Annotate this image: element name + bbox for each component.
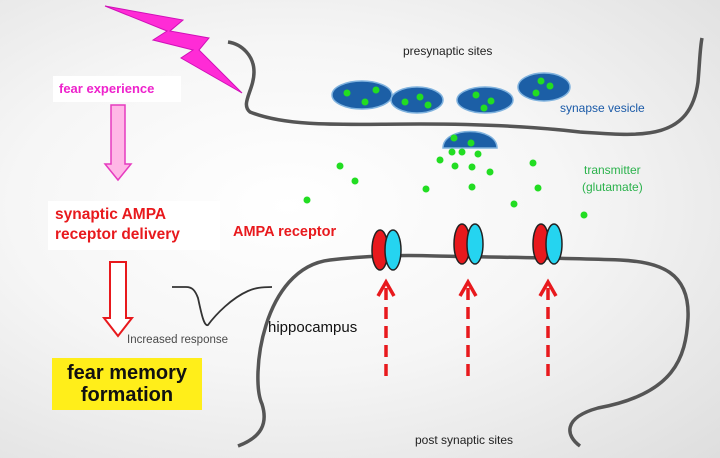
transmitter-label: transmitter (glutamate) <box>582 162 643 197</box>
lightning-bolt-icon <box>104 5 243 94</box>
fear-memory-line2: formation <box>80 384 174 406</box>
ampa-delivery-line1: synaptic AMPA <box>55 206 167 223</box>
dashed-arrow-icon <box>538 278 558 376</box>
down-arrow-icon <box>103 104 133 182</box>
transmitter-dots <box>303 77 588 219</box>
presynaptic-membrane <box>227 37 704 137</box>
transmitter-line1: transmitter <box>584 163 641 177</box>
dashed-arrow-icon <box>376 278 396 376</box>
fear-experience-label: fear experience <box>53 76 181 102</box>
ampa-receptor <box>371 229 402 271</box>
synapse-vesicle <box>390 86 444 114</box>
transmitter-line2: (glutamate) <box>582 180 643 195</box>
hippocampus-label: hippocampus <box>268 319 358 336</box>
ampa-receptor <box>453 223 484 265</box>
dashed-arrow-icon <box>458 278 478 376</box>
ampa-delivery-line2: receptor delivery <box>55 225 180 243</box>
response-trace <box>172 286 273 326</box>
synapse-vesicle <box>456 86 514 114</box>
synapse-vesicle <box>517 72 571 102</box>
synapse-vesicle-label: synapse vesicle <box>560 101 645 115</box>
postsynaptic-membrane <box>237 253 690 448</box>
ampa-receptor <box>532 223 563 265</box>
increased-response-label: Increased response <box>127 334 229 346</box>
presynaptic-label: presynaptic sites <box>403 44 493 58</box>
fear-memory-box: fear memory formation <box>52 358 202 410</box>
ampa-receptor-label: AMPA receptor <box>233 224 337 240</box>
fear-memory-line1: fear memory <box>66 362 188 384</box>
vesicle-group <box>331 72 571 149</box>
ampa-delivery-box: synaptic AMPA receptor delivery <box>48 201 220 250</box>
postsynaptic-label: post synaptic sites <box>415 433 514 447</box>
synapse-vesicle <box>331 80 393 110</box>
down-arrow-icon <box>101 261 135 338</box>
